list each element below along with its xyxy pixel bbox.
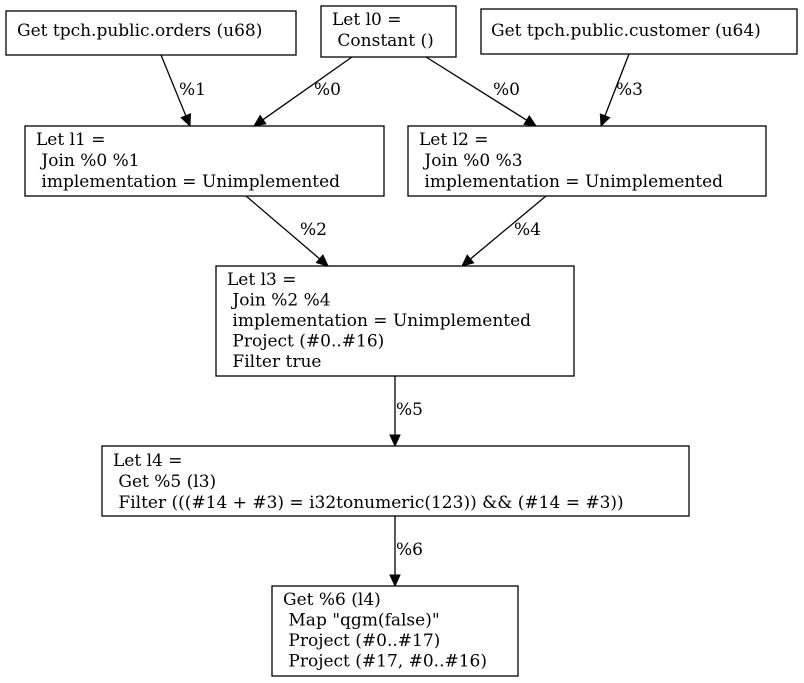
arrowhead-icon bbox=[523, 114, 538, 127]
plan-node-l3: Let l3 = Join %2 %4 implementation = Uni… bbox=[215, 265, 575, 377]
edge-label: %5 bbox=[396, 400, 423, 420]
node-text-line: implementation = Unimplemented bbox=[36, 172, 340, 192]
plan-node-customer: Get tpch.public.customer (u64) bbox=[480, 8, 798, 55]
edge-customer-to-l2: %3 bbox=[599, 53, 643, 128]
arrowhead-icon bbox=[253, 114, 267, 127]
edge-label: %0 bbox=[314, 80, 341, 100]
edge-line bbox=[425, 56, 528, 121]
edge-label: %4 bbox=[514, 220, 541, 240]
node-box bbox=[215, 265, 575, 377]
node-text-line: Let l1 = bbox=[36, 130, 106, 150]
edge-label: %0 bbox=[493, 80, 520, 100]
node-box bbox=[101, 445, 690, 517]
edge-line bbox=[470, 195, 547, 260]
edge-label: %6 bbox=[396, 540, 423, 560]
edge-line bbox=[262, 56, 353, 121]
node-text-line: Let l2 = bbox=[419, 130, 489, 150]
node-text-line: Let l3 = bbox=[227, 270, 297, 290]
plan-node-l4: Let l4 = Get %5 (l3) Filter (((#14 + #3)… bbox=[101, 445, 690, 517]
node-text-line: Let l4 = bbox=[113, 451, 183, 471]
edge-l0-to-l2: %0 bbox=[425, 56, 538, 127]
plan-node-l2: Let l2 = Join %0 %3 implementation = Uni… bbox=[407, 125, 767, 197]
edges-layer: %1 %0 %0 %3 %2 %4 %5 %6 bbox=[160, 53, 643, 588]
node-box bbox=[24, 125, 385, 197]
edge-l1-to-l3: %2 bbox=[245, 195, 329, 267]
node-box bbox=[480, 8, 798, 55]
node-text-line: Join %2 %4 bbox=[227, 291, 331, 311]
edge-line bbox=[604, 53, 630, 116]
arrowhead-icon bbox=[389, 434, 401, 448]
plan-node-l0: Let l0 = Constant () bbox=[320, 5, 457, 58]
plan-node-orders: Get tpch.public.orders (u68) bbox=[5, 10, 297, 56]
node-text-line: Filter true bbox=[227, 352, 321, 372]
node-text-line: Join %0 %3 bbox=[419, 151, 523, 171]
node-text-line: Get %5 (l3) bbox=[113, 472, 216, 492]
node-box bbox=[271, 585, 519, 677]
node-box bbox=[320, 5, 457, 58]
node-text-line: Project (#0..#17) bbox=[283, 631, 440, 651]
node-box bbox=[5, 10, 297, 56]
node-text-line: Project (#17, #0..#16) bbox=[283, 652, 487, 672]
nodes-layer: Get tpch.public.orders (u68) Let l0 = Con… bbox=[5, 5, 798, 677]
node-text-line: Get tpch.public.orders (u68) bbox=[17, 21, 262, 41]
node-text-line: Constant () bbox=[332, 31, 434, 51]
node-text-line: Join %0 %1 bbox=[36, 151, 140, 171]
edge-orders-to-l1: %1 bbox=[160, 54, 206, 128]
arrowhead-icon bbox=[315, 254, 329, 267]
edge-line bbox=[160, 54, 187, 117]
edge-l0-to-l1: %0 bbox=[253, 56, 353, 127]
edge-label: %3 bbox=[616, 80, 643, 100]
edge-l3-to-l4: %5 bbox=[389, 376, 423, 448]
node-text-line: Map "qgm(false)" bbox=[283, 611, 440, 631]
node-text-line: implementation = Unimplemented bbox=[419, 172, 723, 192]
node-box bbox=[407, 125, 767, 197]
node-text-line: implementation = Unimplemented bbox=[227, 311, 531, 331]
arrowhead-icon bbox=[389, 574, 401, 588]
node-text-line: Let l0 = bbox=[332, 10, 402, 30]
node-text-line: Get %6 (l4) bbox=[283, 590, 381, 610]
arrowhead-icon bbox=[599, 113, 611, 128]
arrowhead-icon bbox=[180, 113, 191, 128]
plan-node-l1: Let l1 = Join %0 %1 implementation = Uni… bbox=[24, 125, 385, 197]
node-text-line: Filter (((#14 + #3) = i32tonumeric(123))… bbox=[113, 493, 624, 513]
edge-line bbox=[245, 195, 321, 260]
edge-l2-to-l3: %4 bbox=[461, 195, 547, 267]
edge-label: %1 bbox=[179, 80, 206, 100]
node-text-line: Project (#0..#16) bbox=[227, 332, 384, 352]
arrowhead-icon bbox=[461, 254, 475, 267]
plan-node-result: Get %6 (l4) Map "qgm(false)" Project (#0… bbox=[271, 585, 519, 677]
edge-label: %2 bbox=[300, 220, 327, 240]
edge-l4-to-result: %6 bbox=[389, 516, 423, 588]
node-text-line: Get tpch.public.customer (u64) bbox=[491, 21, 761, 41]
